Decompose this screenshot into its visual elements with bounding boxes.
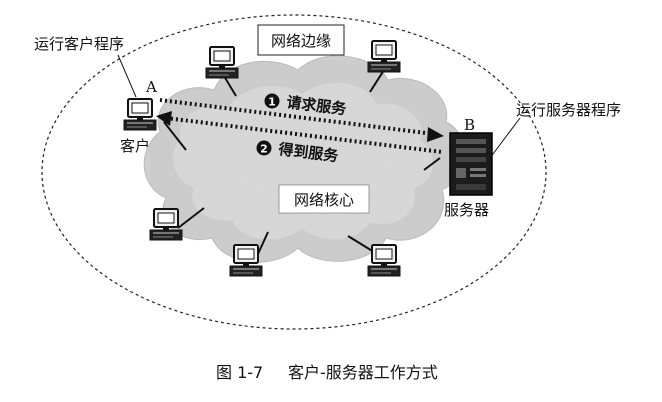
host-bottom-mid-icon [229, 244, 263, 277]
client-program-leader [117, 54, 137, 98]
client-a-computer-icon [123, 98, 157, 131]
host-links [163, 69, 441, 255]
host-top-left-icon [205, 46, 239, 79]
network-core-label: 网络核心 [294, 191, 354, 209]
node-b-label: B [464, 116, 475, 134]
step2-badge [256, 140, 272, 156]
figure-number: 图 1-7 [216, 363, 263, 382]
server-program-label: 运行服务器程序 [516, 101, 621, 119]
server-program-leader [489, 117, 521, 159]
network-edge-label-box [257, 24, 345, 56]
network-edge-ellipse [41, 14, 547, 330]
step1-number: 1 [268, 96, 276, 109]
response-arrow [156, 111, 443, 154]
request-arrow [159, 98, 444, 142]
server-label: 服务器 [444, 201, 489, 219]
client-label: 客户 [120, 137, 150, 155]
network-core-cloud [143, 55, 465, 263]
network-edge-label: 网络边缘 [271, 32, 331, 50]
server-tower-icon [449, 132, 493, 196]
client-program-label: 运行客户程序 [34, 35, 124, 53]
host-top-right-icon [367, 40, 401, 73]
network-core-label-box [278, 184, 370, 214]
step2-number: 2 [260, 143, 268, 156]
host-bottom-left-icon [149, 208, 183, 241]
step1-badge [264, 93, 280, 109]
node-a-label: A [145, 78, 157, 96]
figure-caption: 客户-服务器工作方式 [288, 363, 438, 382]
host-bottom-right-icon [367, 244, 401, 277]
